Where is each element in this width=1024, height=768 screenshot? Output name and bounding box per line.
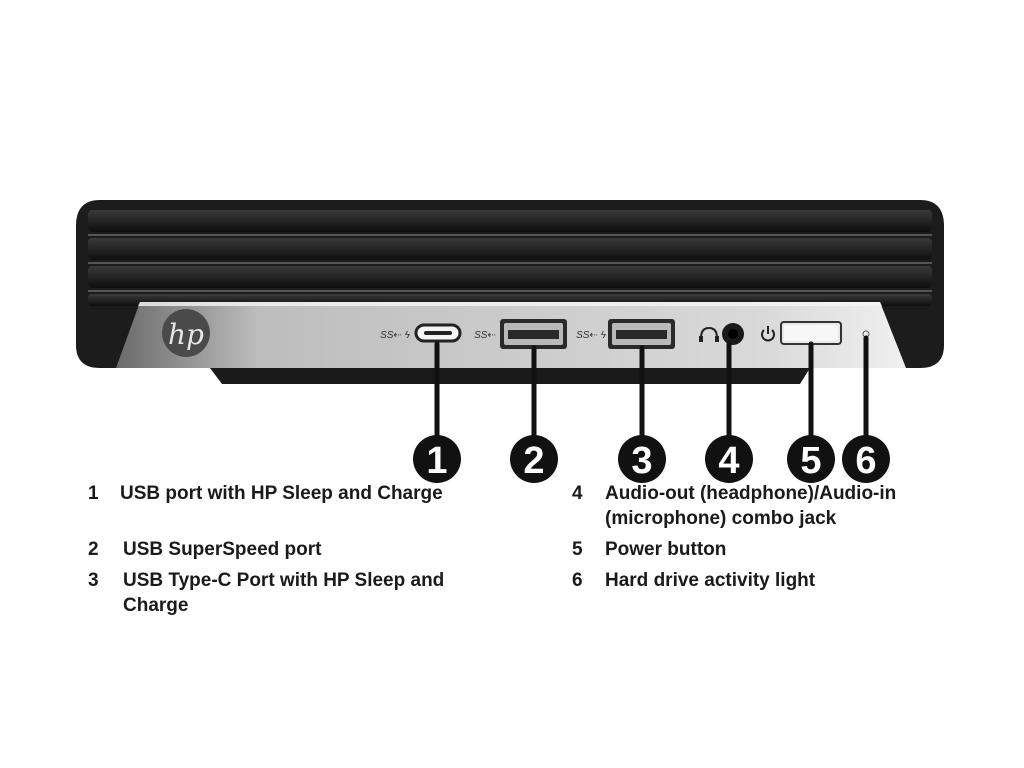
- callouts: 1 2 3 4 5 6: [413, 435, 890, 483]
- callout-4: 4: [705, 435, 753, 483]
- callout-3: 3: [618, 435, 666, 483]
- usb-c-port: SS⇠ ϟ: [380, 323, 462, 343]
- power-button: [761, 321, 842, 345]
- headset-icon: [699, 326, 719, 342]
- usb-superspeed-charge-icon: SS⇠ ϟ: [576, 330, 606, 341]
- leader-lines: [434, 335, 869, 443]
- hp-logo: hp: [162, 309, 210, 357]
- vent-slats: [88, 210, 932, 306]
- hp-logo-text: hp: [168, 318, 204, 351]
- callout-5: 5: [787, 435, 835, 483]
- svg-text:4: 4: [718, 440, 739, 482]
- power-icon: [761, 326, 775, 342]
- callout-2: 2: [510, 435, 558, 483]
- svg-text:2: 2: [523, 440, 544, 482]
- usb-a-port-1: SS⇠: [474, 319, 567, 349]
- svg-text:6: 6: [855, 440, 876, 482]
- chassis: [76, 200, 944, 384]
- svg-text:1: 1: [426, 440, 447, 482]
- callout-6: 6: [842, 435, 890, 483]
- svg-text:3: 3: [631, 440, 652, 482]
- usb-superspeed-charge-icon: SS⇠ ϟ: [380, 330, 410, 341]
- usb-a-port-2: SS⇠ ϟ: [576, 319, 675, 349]
- usb-superspeed-icon: SS⇠: [474, 330, 496, 341]
- svg-text:5: 5: [800, 440, 821, 482]
- callout-1: 1: [413, 435, 461, 483]
- audio-jack: [699, 323, 744, 345]
